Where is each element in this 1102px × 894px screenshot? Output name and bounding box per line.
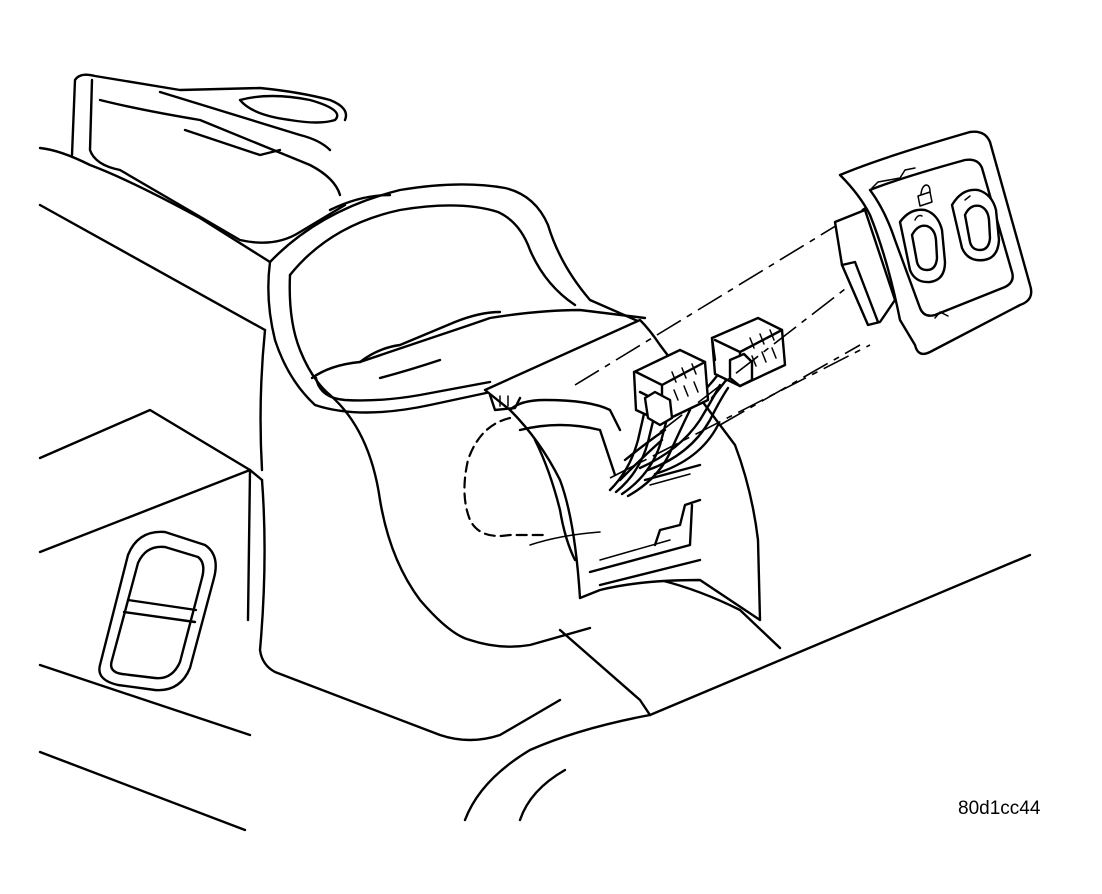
floor-panel — [38, 408, 264, 832]
hidden-outline — [463, 416, 550, 538]
alignment-lines — [574, 204, 881, 479]
lock-symbol-icon — [917, 184, 933, 207]
harness-connector-left — [632, 348, 710, 427]
harness-connector-right — [710, 316, 787, 388]
window-switch-button-left — [898, 208, 947, 284]
window-switch-button-right — [950, 188, 1001, 262]
floor-vent — [98, 530, 217, 692]
center-console — [38, 73, 1032, 822]
figure-code-label: 80d1cc44 — [958, 798, 1041, 819]
